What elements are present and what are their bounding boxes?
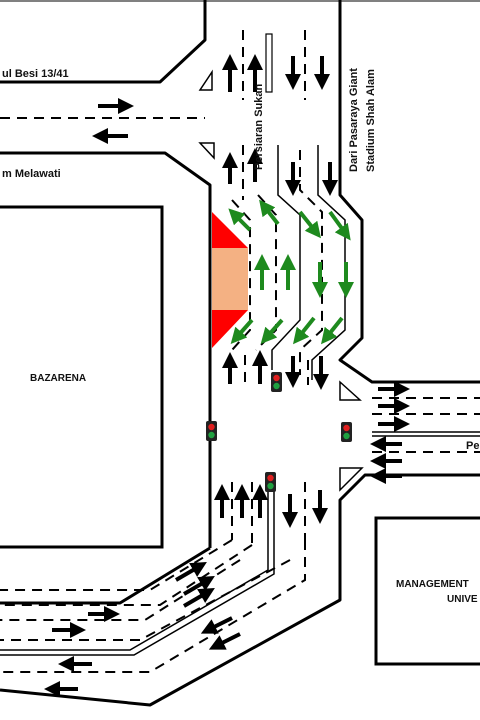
- building-label-bazarena: BAZARENA: [30, 373, 86, 384]
- road-edge-top-left-lower: [0, 151, 212, 548]
- road-label-dari-line2: Stadium Shah Alam: [365, 69, 377, 172]
- lane-arrow-icon: [228, 199, 354, 345]
- yield-triangle-icon: [339, 467, 364, 492]
- road-edge-top-left-upper: [0, 0, 207, 84]
- island-peach: [212, 248, 248, 310]
- lane-divider: [0, 539, 233, 591]
- road-edge-bottom-left: [0, 546, 211, 605]
- building-label-unive: UNIVE: [447, 594, 478, 605]
- lane-arrow-icon: [44, 54, 410, 697]
- traffic-light-icon: [206, 421, 217, 441]
- building-management: [374, 516, 480, 666]
- median-strip: [0, 490, 269, 651]
- road-label-persiaran-sukan: Persiaran Sukan: [253, 84, 265, 170]
- lane-divider: [0, 544, 253, 606]
- road-label-dari-line1: Dari Pasaraya Giant: [348, 68, 360, 172]
- median-strip: [265, 33, 273, 93]
- median-strip: [0, 490, 275, 656]
- traffic-light-icon: [341, 422, 352, 442]
- island-red-top: [212, 212, 248, 248]
- yield-triangle-icon: [339, 380, 362, 401]
- road-label-top-left: ul Besi 13/41: [2, 68, 69, 80]
- lane-divider: [299, 150, 323, 375]
- road-label-left-middle: m Melawati: [2, 168, 61, 180]
- yield-triangle-icon: [198, 69, 213, 91]
- building-bazarena: [0, 205, 164, 549]
- traffic-light-icon: [265, 472, 276, 492]
- lane-divider: [0, 540, 306, 673]
- building-label-management: MANAGEMENT: [396, 579, 469, 590]
- traffic-light-icon: [271, 372, 282, 392]
- island-red-bottom: [212, 310, 248, 348]
- lane-divider: [271, 145, 301, 370]
- yield-triangle-icon: [198, 142, 215, 160]
- road-edge-top-right: [338, 0, 480, 384]
- road-label-right: Pe: [466, 440, 479, 452]
- lane-divider: [0, 559, 291, 641]
